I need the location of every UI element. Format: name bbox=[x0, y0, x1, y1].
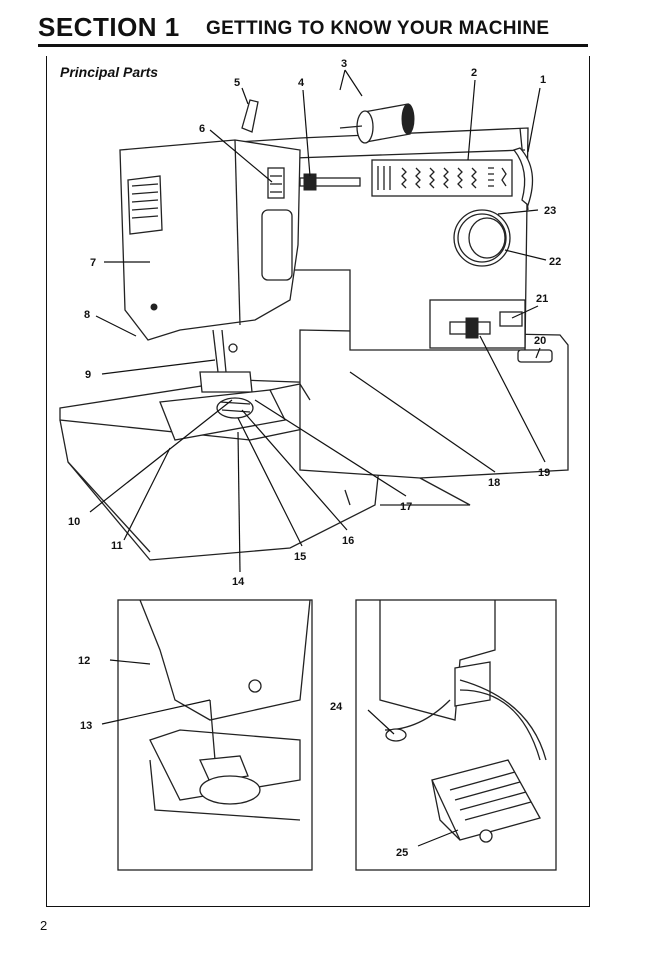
callout-4: 4 bbox=[298, 77, 305, 89]
callout-1: 1 bbox=[540, 74, 546, 86]
callout-8: 8 bbox=[84, 309, 90, 321]
callout-10: 10 bbox=[68, 516, 80, 528]
callout-24: 24 bbox=[330, 701, 343, 713]
callout-3: 3 bbox=[341, 58, 347, 70]
callout-9: 9 bbox=[85, 369, 91, 381]
callout-5: 5 bbox=[234, 77, 240, 89]
page-number: 2 bbox=[40, 918, 48, 933]
callout-2: 2 bbox=[471, 67, 477, 79]
callout-13: 13 bbox=[80, 720, 92, 732]
callout-21: 21 bbox=[536, 293, 548, 305]
callout-15: 15 bbox=[294, 551, 306, 563]
callout-22: 22 bbox=[549, 256, 561, 268]
section-number: SECTION 1 bbox=[38, 12, 180, 42]
callout-18: 18 bbox=[488, 477, 500, 489]
callout-11: 11 bbox=[111, 540, 123, 552]
callout-16: 16 bbox=[342, 535, 354, 547]
callout-23: 23 bbox=[544, 205, 556, 217]
callout-6: 6 bbox=[199, 123, 205, 135]
inset-foot-control bbox=[355, 599, 557, 871]
callout-25: 25 bbox=[396, 847, 408, 859]
callout-19: 19 bbox=[538, 467, 550, 479]
illustration-frame bbox=[46, 56, 590, 907]
callout-numbers: 1 2 3 4 5 6 7 8 9 10 11 12 13 14 15 16 1… bbox=[68, 58, 561, 859]
callout-20: 20 bbox=[534, 335, 546, 347]
callout-14: 14 bbox=[232, 576, 245, 588]
inset-thread-cutter bbox=[117, 599, 313, 871]
subheading: Principal Parts bbox=[60, 64, 159, 80]
section-title: GETTING TO KNOW YOUR MACHINE bbox=[206, 18, 550, 39]
page-header: SECTION 1 GETTING TO KNOW YOUR MACHINE bbox=[38, 12, 588, 42]
callout-7: 7 bbox=[90, 257, 96, 269]
machine-drawing bbox=[59, 99, 569, 561]
header-rule bbox=[38, 44, 588, 47]
callout-17: 17 bbox=[400, 501, 412, 513]
callout-leaders bbox=[89, 69, 547, 847]
callout-12: 12 bbox=[78, 655, 90, 667]
